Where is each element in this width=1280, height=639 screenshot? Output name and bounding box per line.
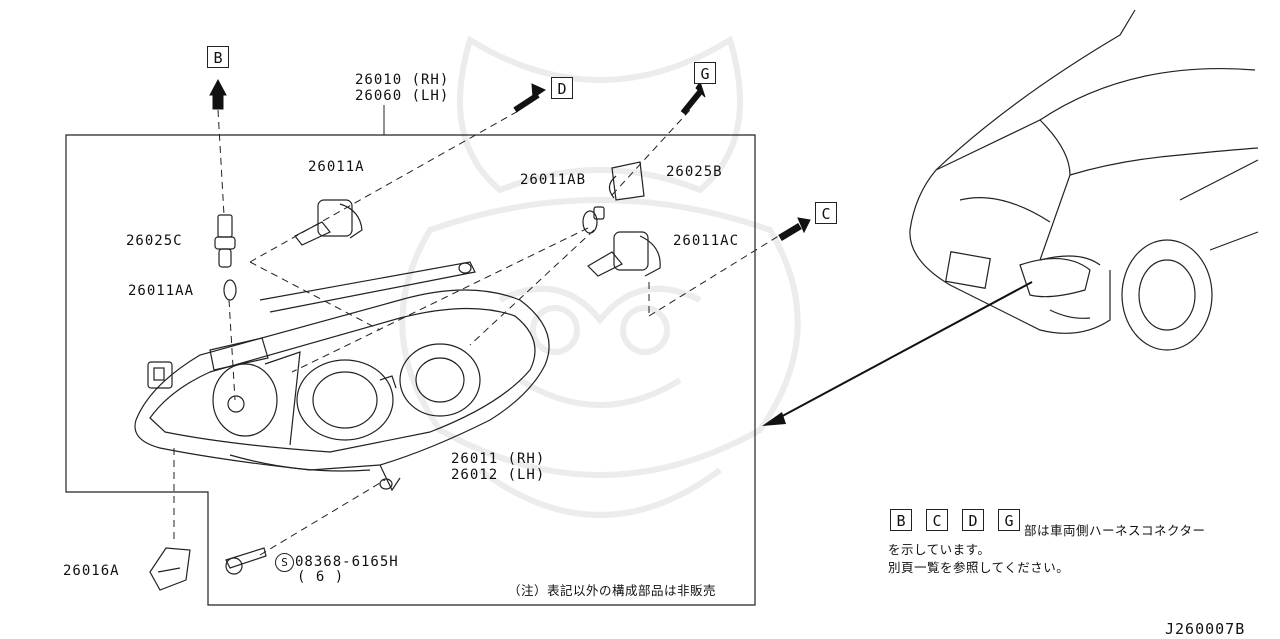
- connector-g-box: G: [694, 62, 716, 84]
- label-26012: 26012 (LH): [451, 467, 546, 483]
- connector-d-box: D: [551, 77, 573, 99]
- label-26016a: 26016A: [63, 563, 120, 579]
- not-sold-note: （注）表記以外の構成部品は非販売: [508, 583, 717, 598]
- label-26011: 26011 (RH): [451, 451, 546, 467]
- legend-box-b: B: [890, 509, 912, 531]
- assembly-frame: [65, 134, 756, 606]
- label-26011ab: 26011AB: [520, 172, 587, 188]
- label-screw-qty: ( 6 ): [297, 569, 345, 585]
- headlamp-assembly: [134, 261, 550, 492]
- vehicle-sketch: [909, 9, 1259, 351]
- screw-symbol: S: [275, 553, 294, 572]
- bulb-parts: [149, 161, 661, 591]
- diagram-code: J260007B: [1165, 620, 1246, 638]
- legend-box-g: G: [998, 509, 1020, 531]
- label-26011aa: 26011AA: [128, 283, 195, 299]
- label-26025c: 26025C: [126, 233, 183, 249]
- label-26011a: 26011A: [308, 159, 365, 175]
- harness-note-line3: 別頁一覧を参照してください。: [888, 560, 1070, 575]
- harness-note-line1: 部は車両側ハーネスコネクター: [1024, 523, 1206, 538]
- connector-c-box: C: [815, 202, 837, 224]
- harness-note-line2: を示しています。: [888, 542, 991, 557]
- label-screw-part: 08368-6165H: [295, 554, 399, 570]
- connector-b-box: B: [207, 46, 229, 68]
- label-26010: 26010 (RH): [355, 72, 450, 88]
- watermark-emblem: [399, 35, 801, 518]
- label-26011ac: 26011AC: [673, 233, 740, 249]
- legend-box-c: C: [926, 509, 948, 531]
- label-26025b: 26025B: [666, 164, 723, 180]
- connector-arrows: [209, 78, 811, 242]
- location-pointer: [774, 281, 1033, 421]
- label-26060: 26060 (LH): [355, 88, 450, 104]
- legend-box-d: D: [962, 509, 984, 531]
